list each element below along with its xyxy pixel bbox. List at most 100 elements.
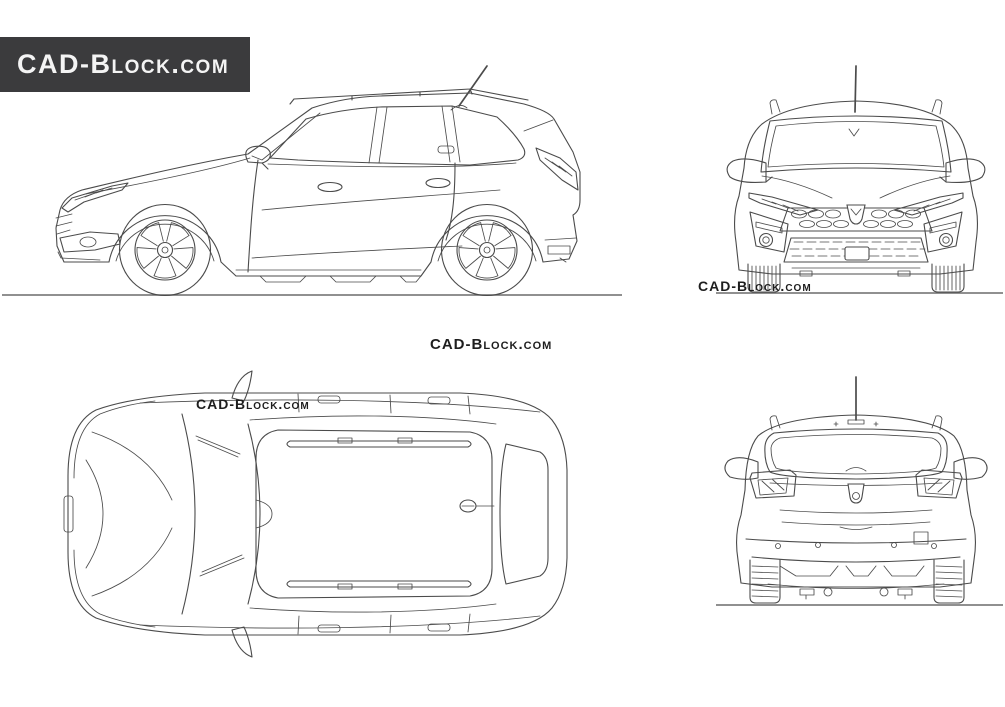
handle-bottom-rear bbox=[427, 623, 451, 632]
mirror-left-rear bbox=[724, 457, 759, 480]
cad-block-logo-banner: CAD-Block.com bbox=[0, 37, 250, 92]
bumper-lip-side bbox=[57, 251, 101, 261]
hood-crease-right bbox=[879, 175, 951, 199]
front-bumper-inner-bottom bbox=[73, 549, 156, 628]
door-handle-rear bbox=[425, 177, 451, 189]
wiper-top-1 bbox=[195, 435, 241, 458]
cowl-arc bbox=[181, 413, 196, 615]
front-tire-right-tread bbox=[935, 265, 961, 291]
front-bumper-inner-top bbox=[73, 400, 156, 479]
watermark-center: CAD-Block.com bbox=[430, 336, 553, 353]
wiper-notch bbox=[848, 128, 860, 137]
glass-line-top bbox=[249, 415, 497, 425]
windshield-top-arc bbox=[247, 423, 261, 605]
rail-end-rear-right bbox=[931, 415, 943, 431]
fog-lamp-right-inner bbox=[942, 236, 950, 244]
top-view-drawing bbox=[63, 370, 568, 658]
bumper-lower-edge bbox=[767, 583, 945, 589]
roof-rail-end-right bbox=[931, 99, 943, 115]
bumper-bottom-front bbox=[791, 267, 921, 277]
side-view-drawing bbox=[2, 65, 622, 297]
door-crease-lower bbox=[251, 245, 463, 259]
sensor-2 bbox=[815, 542, 821, 548]
rail-mount-4 bbox=[397, 583, 413, 590]
rear-body-outline bbox=[735, 414, 977, 588]
rear-tire-right bbox=[933, 559, 965, 604]
front-wheel bbox=[118, 203, 212, 297]
taillight-right-rear bbox=[915, 469, 963, 499]
antenna bbox=[458, 65, 488, 107]
tailgate-line-2 bbox=[779, 509, 933, 514]
upper-grille-outline bbox=[779, 207, 933, 232]
front-body-outline bbox=[733, 100, 979, 275]
fog-lamp-left-inner bbox=[762, 236, 770, 244]
drl-right bbox=[929, 221, 957, 234]
drl-left bbox=[755, 221, 783, 234]
rear-tire-right-tread bbox=[935, 565, 963, 598]
sill-notches bbox=[259, 275, 422, 283]
door-crease-upper bbox=[261, 189, 501, 211]
headlight-right bbox=[893, 192, 964, 216]
mirror-left-front bbox=[726, 158, 773, 183]
rail-mount-1 bbox=[337, 437, 353, 444]
handle-bottom-front bbox=[317, 624, 341, 633]
bumper-box bbox=[913, 531, 929, 545]
hood-center-v bbox=[85, 459, 104, 569]
brake-light-strip bbox=[833, 419, 879, 427]
bumper-band-bottom bbox=[751, 556, 961, 563]
mirror-fin-top bbox=[231, 370, 253, 402]
fog-lamp-right bbox=[938, 232, 954, 248]
windshield-inner bbox=[767, 121, 945, 168]
roof-panel bbox=[255, 429, 493, 599]
sensor-1 bbox=[775, 543, 781, 549]
roof-rail bbox=[289, 88, 529, 105]
emblem-ring-rear bbox=[852, 492, 860, 500]
lower-grille-outline bbox=[783, 237, 929, 263]
fog-lamp-side bbox=[79, 236, 97, 248]
side-glass bbox=[269, 105, 526, 166]
taillight-left-rear bbox=[749, 469, 797, 499]
rear-window-inner bbox=[770, 434, 942, 475]
roof-rail-end-left bbox=[769, 99, 781, 115]
a-pillar-line bbox=[251, 112, 321, 161]
lower-grille-plate bbox=[844, 246, 870, 261]
c-pillar bbox=[441, 105, 461, 163]
rear-window-outer bbox=[764, 428, 948, 480]
spoiler-underside bbox=[523, 119, 554, 132]
glass-line-bottom bbox=[249, 603, 497, 613]
rear-bumper-detail bbox=[544, 237, 577, 263]
taillight-hatch bbox=[544, 157, 573, 177]
rear-window-handle-bump bbox=[845, 467, 867, 472]
dacia-emblem-rear bbox=[847, 483, 865, 504]
mirror-right-rear bbox=[953, 457, 988, 480]
rear-arch-lip bbox=[437, 223, 537, 262]
rail-mount-3 bbox=[337, 583, 353, 590]
sensor-3 bbox=[891, 542, 897, 548]
tailgate-line-3 bbox=[781, 521, 931, 530]
taillight-left-detail bbox=[757, 477, 789, 496]
mirror-fin-bottom bbox=[231, 626, 253, 658]
rear-tire-left bbox=[749, 559, 781, 604]
grille-slats-side bbox=[55, 213, 73, 235]
door-handle-front bbox=[317, 181, 343, 193]
handle-top-rear bbox=[427, 396, 451, 405]
front-arch-lip bbox=[115, 223, 215, 262]
lower-grille-mesh bbox=[789, 241, 926, 257]
b-pillar bbox=[368, 106, 388, 164]
beltline-trim bbox=[267, 162, 517, 168]
underbody-details bbox=[799, 587, 913, 600]
hood-seam bbox=[85, 157, 251, 195]
roof-rail-bottom bbox=[286, 580, 472, 588]
cad-block-logo-text: CAD-Block.com bbox=[17, 49, 230, 79]
handle-top-front bbox=[317, 395, 341, 404]
side-mirror bbox=[245, 145, 271, 170]
watermark-top-view: CAD-Block.com bbox=[196, 396, 310, 412]
bumper-band-top bbox=[745, 538, 967, 544]
roof-front-notch bbox=[255, 499, 273, 529]
watermark-front-view: CAD-Block.com bbox=[698, 278, 812, 294]
front-plate-top bbox=[63, 495, 74, 533]
front-tire-right bbox=[931, 263, 965, 293]
hood-crease-top-1 bbox=[91, 431, 173, 501]
taillight-side bbox=[535, 147, 579, 191]
